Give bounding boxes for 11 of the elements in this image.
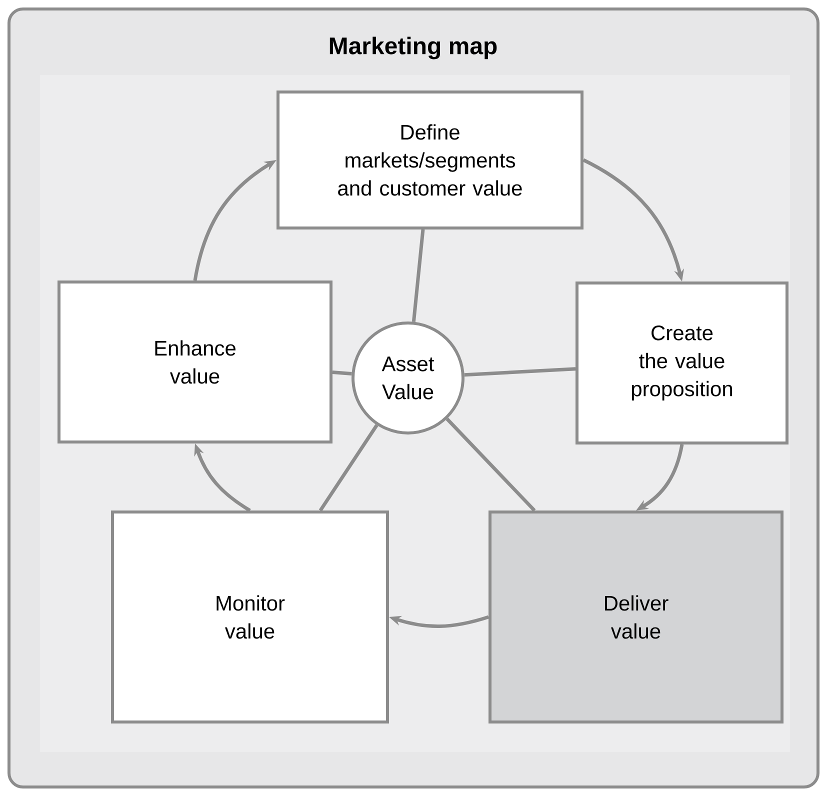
- process-box: Monitor value: [111, 510, 389, 724]
- process-box: Define markets/segments and customer value: [276, 90, 584, 230]
- connector-line: [318, 424, 378, 512]
- process-box: Create the value proposition: [576, 282, 788, 444]
- connector-line: [464, 367, 576, 377]
- connector-line: [332, 370, 352, 376]
- connector-line: [446, 418, 536, 512]
- connector-line: [412, 229, 425, 322]
- process-box: Enhance value: [58, 280, 332, 444]
- title: Marketing map: [330, 36, 497, 60]
- process-box: Deliver value: [488, 510, 784, 724]
